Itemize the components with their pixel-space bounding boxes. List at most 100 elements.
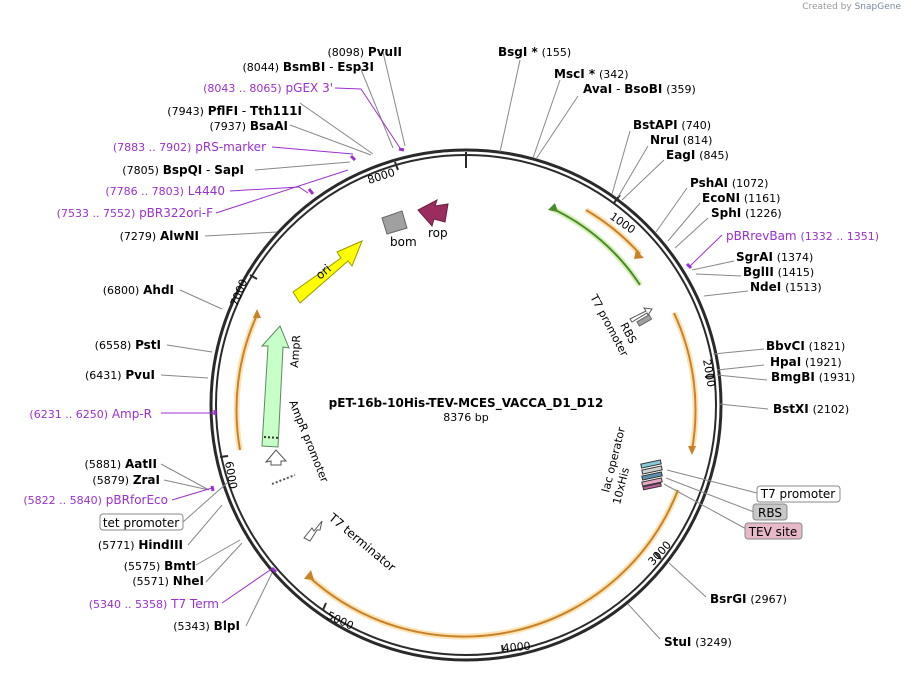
enzyme-pshai-name: PshAI <box>690 176 728 190</box>
ampr-arrow <box>260 325 290 448</box>
primer-pgex-name: pGEX 3' <box>286 81 333 95</box>
leader-econi <box>667 202 701 242</box>
primer-pgex-range: (8043 .. 8065) <box>203 82 282 95</box>
tick-8000 <box>394 161 399 171</box>
enzyme-eagi-name: EagI <box>666 148 695 162</box>
enzyme-blpi-name: BlpI <box>214 619 240 633</box>
bom-box <box>381 210 408 235</box>
leader-lines-right <box>499 59 769 640</box>
primer-labels: (8043 .. 8065) pGEX 3' (7883 .. 7902) pR… <box>23 81 333 611</box>
enzyme-zrai: (5879) ZraI <box>92 473 160 487</box>
enzyme-bstxi-pos: (2102) <box>813 403 850 416</box>
leader-pvui <box>160 374 209 379</box>
primer-pgex: (8043 .. 8065) pGEX 3' <box>203 81 333 95</box>
leader-ahdi <box>179 289 223 310</box>
enzyme-bspqi: (7805) BspQI - SapI <box>122 163 244 177</box>
enzyme-ndei: NdeI (1513) <box>750 280 822 294</box>
enzyme-sgrai: SgrAI (1374) <box>736 250 813 264</box>
created-by-credit: Created by SnapGene <box>802 2 901 12</box>
feature-arc-5 <box>550 207 641 286</box>
leader-pbr322 <box>215 169 349 214</box>
enzyme-avai-pos: (359) <box>666 83 696 96</box>
enzyme-stui-pos: (3249) <box>695 636 732 649</box>
enzyme-bbvci-pos: (1821) <box>809 340 846 353</box>
enzyme-bstapi: BstAPI (740) <box>633 118 711 132</box>
enzyme-tth111i-name: Tth111I <box>250 104 302 118</box>
leader-l4440 <box>229 186 309 194</box>
enzyme-ndei-pos: (1513) <box>785 281 822 294</box>
left-enzyme-labels: (8098) PvuII (8044) BsmBI - Esp3I (7943)… <box>85 45 402 633</box>
his-tag-cluster <box>640 459 663 491</box>
leader-avai <box>535 95 579 160</box>
enzyme-pvuii: (8098) PvuII <box>328 45 403 59</box>
enzyme-pshai: PshAI (1072) <box>690 176 768 190</box>
tick-marks <box>219 161 716 653</box>
feature-arc-4 <box>235 314 258 451</box>
his-box-3 <box>641 477 663 487</box>
enzyme-bmgbi: BmgBI (1931) <box>771 370 855 384</box>
tet-promoter-mark <box>271 474 296 485</box>
enzyme-econi-name: EcoNI <box>702 191 740 205</box>
leader-stui <box>627 603 661 640</box>
enzyme-pvui-pos: (6431) <box>85 369 122 382</box>
leader-bspqi <box>254 161 351 171</box>
enzyme-bmti-name: BmtI <box>164 559 196 573</box>
enzyme-bsrgi-name: BsrGI <box>710 592 747 606</box>
leader-bsgi <box>499 59 521 153</box>
primer-pbr322: (7533 .. 7552) pBR322ori-F <box>57 206 213 220</box>
enzyme-hindiii-pos: (5771) <box>98 539 135 552</box>
enzyme-bsmbi-name: BsmBI <box>283 60 325 74</box>
ampr-dotted-segment <box>263 436 281 439</box>
enzyme-stui-name: StuI <box>664 635 691 649</box>
enzyme-sgrai-name: SgrAI <box>736 250 773 264</box>
enzyme-bsgi-name: BsgI * <box>498 45 539 59</box>
his-box-4 <box>642 482 662 491</box>
primer-ampr-name: Amp-R <box>112 407 152 421</box>
enzyme-hindiii: (5771) HindIII <box>98 538 183 552</box>
enzyme-ahdi-pos: (6800) <box>103 284 140 297</box>
enzyme-bbvci: BbvCI (1821) <box>766 339 845 353</box>
snapgene-brand: SnapGene <box>854 2 901 12</box>
leader-nrui <box>617 145 649 198</box>
backbone-outer <box>209 148 723 662</box>
enzyme-aatii-pos: (5881) <box>85 458 122 471</box>
primer-mark-pgex <box>398 147 405 152</box>
primer-pbrforeco: (5822 .. 5840) pBRforEco <box>23 493 168 507</box>
leader-alwnl <box>204 231 278 237</box>
bom-label: bom <box>390 235 417 249</box>
enzyme-bstapi-pos: (740) <box>681 119 711 132</box>
primer-ampr: (6231 .. 6250) Amp-R <box>29 407 152 421</box>
boxed-label-t7-promoter: T7 promoter <box>756 485 841 503</box>
enzyme-psti: (6558) PstI <box>95 338 161 352</box>
rbs-small-box <box>636 314 653 327</box>
leader-pbrforeco <box>171 487 213 501</box>
enzyme-alwnl-pos: (7279) <box>120 230 157 243</box>
enzyme-aatii: (5881) AatII <box>85 457 157 471</box>
enzyme-pflfi-pos: (7943) <box>167 105 204 118</box>
leader-bsmbi <box>359 66 394 149</box>
enzyme-bmgbi-pos: (1931) <box>819 371 856 384</box>
primer-l4440-range: (7786 .. 7803) <box>105 185 184 198</box>
enzyme-pvuii-name: PvuII <box>368 45 402 59</box>
t7-promoter-box <box>756 485 841 503</box>
t7-terminator-arrow <box>303 520 323 542</box>
primer-marks <box>210 147 693 574</box>
leader-bstapi <box>611 130 631 195</box>
primer-prs-name: pRS-marker <box>195 140 266 154</box>
enzyme-econi-pos: (1161) <box>744 192 781 205</box>
primer-mark-prs <box>349 154 357 162</box>
enzyme-bglii-pos: (1415) <box>778 266 815 279</box>
enzyme-bsmbi-pos: (8044) <box>242 61 279 74</box>
arrowhead-3 <box>304 570 314 580</box>
ampr-promoter-label: AmpR promoter <box>286 398 331 484</box>
tick-7000 <box>249 274 258 280</box>
enzyme-hpai: HpaI (1921) <box>770 355 842 369</box>
plasmid-name: pET-16b-10His-TEV-MCES_VACCA_D1_D12 <box>329 396 604 411</box>
leader-bsaai <box>289 124 372 156</box>
enzyme-bmti: (5575) BmtI <box>124 559 196 573</box>
enzyme-msci-name: MscI * <box>554 67 596 81</box>
tick-1000 <box>613 194 621 204</box>
primer-mark-pbrrevbam <box>685 262 693 270</box>
arrowhead-5 <box>548 203 558 212</box>
leader-aatii <box>160 463 210 491</box>
